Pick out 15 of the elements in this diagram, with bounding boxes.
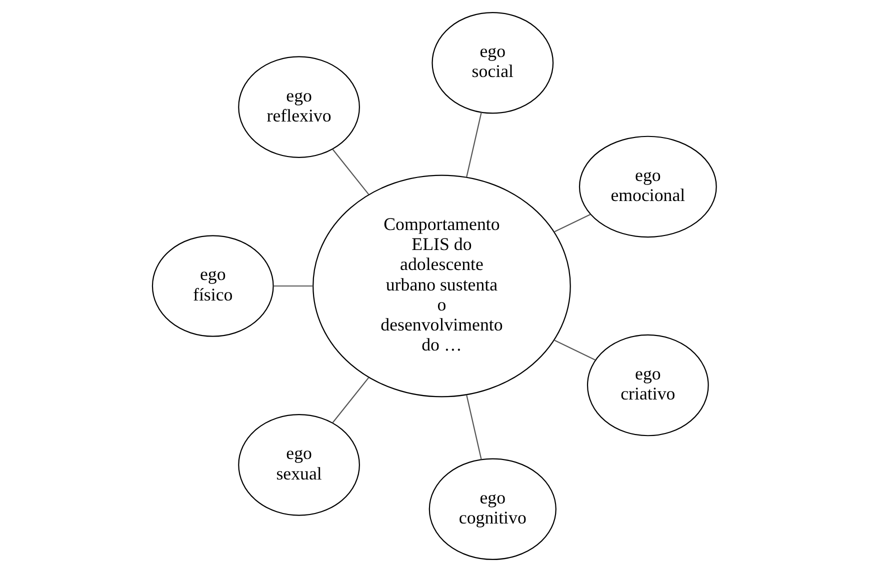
connector	[332, 377, 370, 424]
node-ellipse: ego social	[432, 12, 554, 114]
connector	[554, 214, 590, 232]
connector	[274, 285, 313, 287]
connector	[466, 112, 482, 178]
node-ellipse: ego reflexivo	[238, 56, 360, 158]
connector	[332, 148, 370, 195]
node-ellipse: ego emocional	[578, 136, 717, 238]
connector	[466, 394, 482, 460]
node-ellipse: ego físico	[152, 235, 274, 337]
node-ellipse: ego cognitivo	[428, 458, 556, 560]
node-ellipse: Comportamento ELIS do adolescente urbano sustenta o desenvolvimento do …	[312, 174, 571, 398]
node-ellipse: ego sexual	[238, 414, 360, 516]
node-ellipse: ego criativo	[586, 334, 709, 436]
connector	[554, 340, 596, 360]
